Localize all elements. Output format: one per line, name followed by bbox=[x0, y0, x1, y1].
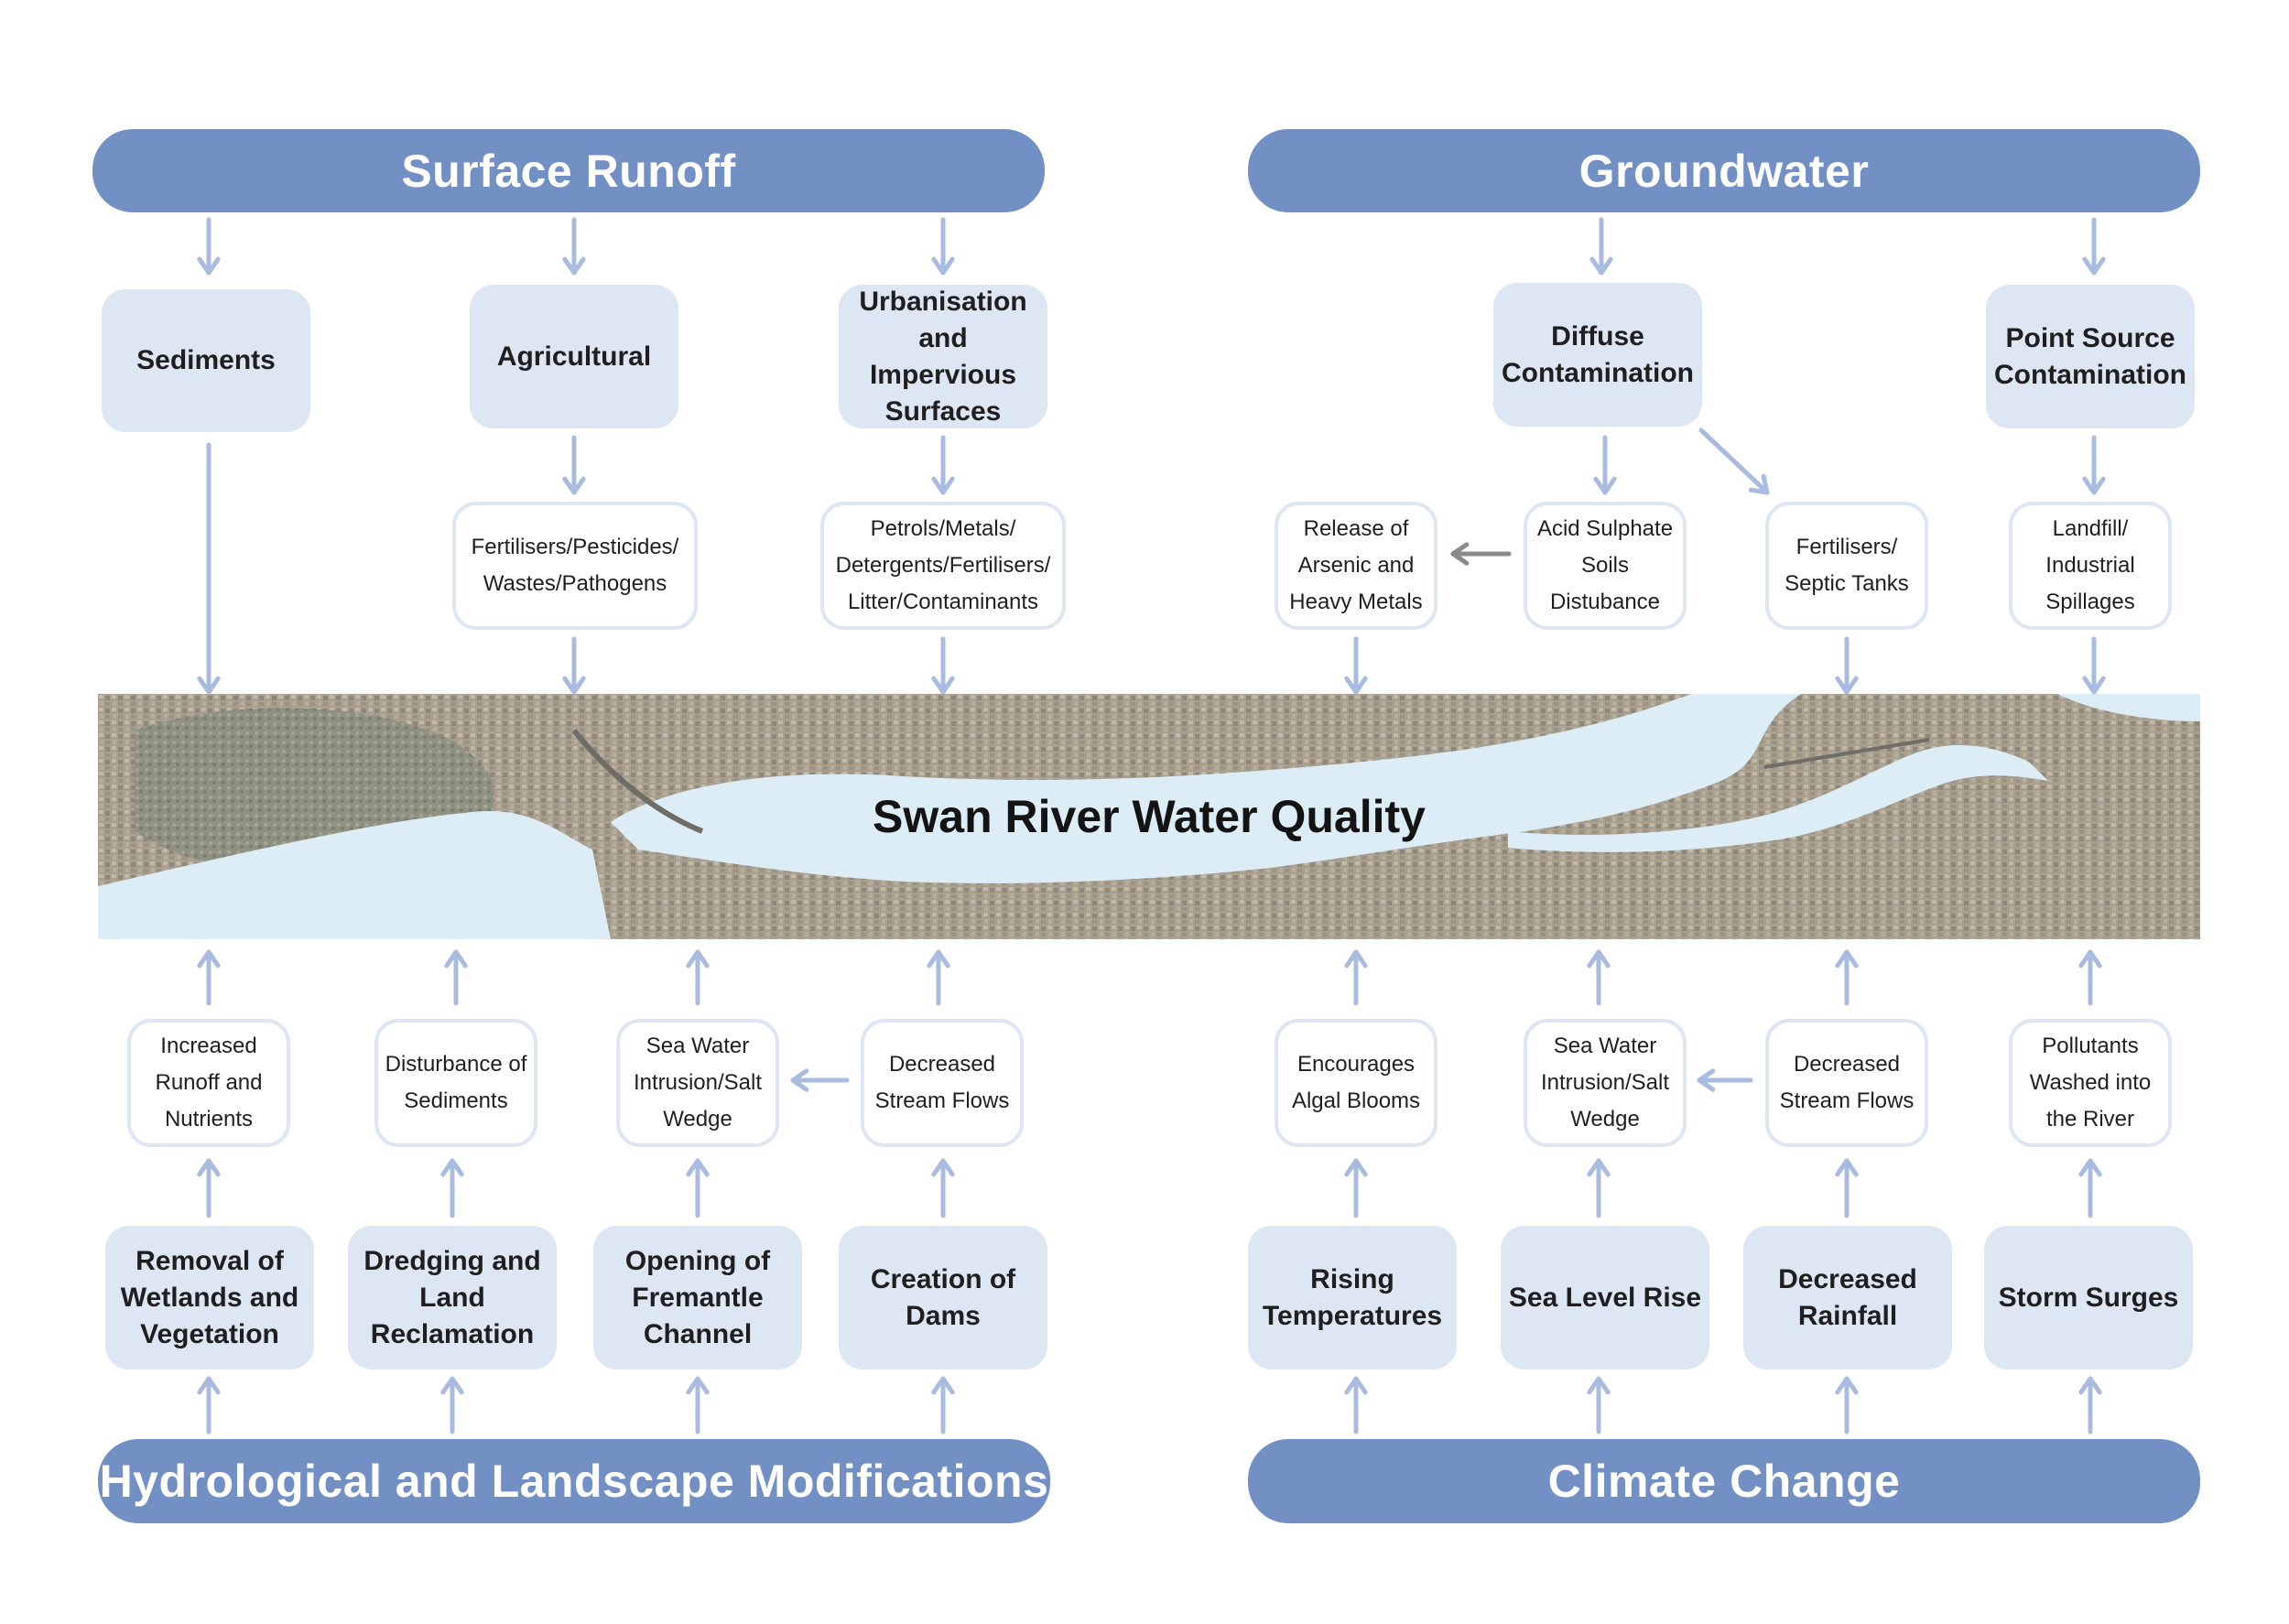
arrow-down-icon bbox=[931, 435, 955, 495]
arrow-down-icon bbox=[1835, 636, 1859, 695]
arrow-up-icon bbox=[1587, 1376, 1611, 1435]
arrow-up-icon bbox=[931, 1158, 955, 1218]
arrow-up-icon bbox=[1835, 1376, 1859, 1435]
storm-surges-box: Storm Surges bbox=[1984, 1226, 2193, 1370]
arrow-up-icon bbox=[197, 1158, 221, 1218]
dredging-reclamation-box: Dredging and Land Reclamation bbox=[348, 1226, 557, 1370]
increased-runoff-box: Increased Runoff and Nutrients bbox=[127, 1019, 290, 1147]
river-map-image bbox=[98, 694, 2200, 939]
removal-wetlands-box: Removal of Wetlands and Vegetation bbox=[105, 1226, 314, 1370]
sea-water-intrusion-box-1: Sea Water Intrusion/Salt Wedge bbox=[616, 1019, 779, 1147]
decreased-stream-flows-box-1: Decreased Stream Flows bbox=[861, 1019, 1024, 1147]
arrow-down-icon bbox=[2082, 636, 2106, 695]
landfill-spillages-box: Landfill/ Industrial Spillages bbox=[2009, 502, 2172, 630]
arrow-up-icon bbox=[2078, 1158, 2102, 1218]
decreased-rainfall-box: Decreased Rainfall bbox=[1743, 1226, 1952, 1370]
arrow-up-icon bbox=[931, 1376, 955, 1435]
arrow-down-icon bbox=[1589, 217, 1613, 276]
swan-river-water-quality-title: Swan River Water Quality bbox=[873, 791, 1426, 842]
fertilisers-pesticides-box: Fertilisers/Pesticides/ Wastes/Pathogens bbox=[452, 502, 698, 630]
arrow-up-icon bbox=[2078, 1376, 2102, 1435]
arrow-up-icon bbox=[1344, 949, 1368, 1006]
arrow-diagonal-icon bbox=[1698, 428, 1770, 495]
arrow-down-icon bbox=[931, 217, 955, 276]
arrow-up-icon bbox=[197, 949, 221, 1006]
fremantle-channel-box: Opening of Fremantle Channel bbox=[593, 1226, 802, 1370]
arrow-up-icon bbox=[686, 1376, 710, 1435]
arrow-up-icon bbox=[444, 949, 468, 1006]
rising-temperatures-box: Rising Temperatures bbox=[1248, 1226, 1457, 1370]
arrow-up-icon bbox=[197, 1376, 221, 1435]
arrow-down-icon bbox=[562, 636, 586, 695]
arrow-down-icon bbox=[197, 217, 221, 276]
acid-sulphate-soils-box: Acid Sulphate Soils Distubance bbox=[1524, 502, 1687, 630]
creation-of-dams-box: Creation of Dams bbox=[839, 1226, 1047, 1370]
arrow-up-icon bbox=[686, 949, 710, 1006]
sea-level-rise-box: Sea Level Rise bbox=[1501, 1226, 1709, 1370]
sea-water-intrusion-box-2: Sea Water Intrusion/Salt Wedge bbox=[1524, 1019, 1687, 1147]
surface-runoff-header: Surface Runoff bbox=[92, 129, 1045, 212]
fertilisers-septic-tanks-box: Fertilisers/ Septic Tanks bbox=[1765, 502, 1928, 630]
arrow-up-icon bbox=[1344, 1158, 1368, 1218]
arrow-up-icon bbox=[1587, 949, 1611, 1006]
arrow-up-icon bbox=[1835, 949, 1859, 1006]
arrow-left-icon bbox=[1697, 1068, 1753, 1092]
urbanisation-box: Urbanisation and Impervious Surfaces bbox=[839, 285, 1047, 428]
arrow-up-icon bbox=[1587, 1158, 1611, 1218]
arrow-up-icon bbox=[440, 1376, 464, 1435]
arrow-down-icon bbox=[197, 442, 221, 695]
algal-blooms-box: Encourages Algal Blooms bbox=[1275, 1019, 1437, 1147]
arrow-up-icon bbox=[440, 1158, 464, 1218]
arrow-down-icon bbox=[1593, 435, 1617, 495]
arrow-up-icon bbox=[2078, 949, 2102, 1006]
arrow-up-icon bbox=[1835, 1158, 1859, 1218]
arrow-down-icon bbox=[2082, 217, 2106, 276]
petrols-metals-box: Petrols/Metals/ Detergents/Fertilisers/ … bbox=[820, 502, 1066, 630]
diffuse-contamination-box: Diffuse Contamination bbox=[1493, 283, 1702, 427]
sediments-box: Sediments bbox=[102, 289, 310, 432]
arrow-down-icon bbox=[2082, 435, 2106, 495]
arrow-left-icon bbox=[1450, 542, 1512, 566]
agricultural-box: Agricultural bbox=[470, 285, 678, 428]
arrow-left-icon bbox=[790, 1068, 850, 1092]
decreased-stream-flows-box-2: Decreased Stream Flows bbox=[1765, 1019, 1928, 1147]
point-source-contamination-box: Point Source Contamination bbox=[1986, 285, 2195, 428]
arrow-up-icon bbox=[1344, 1376, 1368, 1435]
hydrological-header: Hydrological and Landscape Modifications bbox=[98, 1439, 1050, 1523]
arrow-down-icon bbox=[1344, 636, 1368, 695]
pollutants-washed-box: Pollutants Washed into the River bbox=[2009, 1019, 2172, 1147]
groundwater-header: Groundwater bbox=[1248, 129, 2200, 212]
arrow-up-icon bbox=[927, 949, 950, 1006]
arsenic-heavy-metals-box: Release of Arsenic and Heavy Metals bbox=[1275, 502, 1437, 630]
arrow-up-icon bbox=[686, 1158, 710, 1218]
disturbance-sediments-box: Disturbance of Sediments bbox=[374, 1019, 537, 1147]
arrow-down-icon bbox=[931, 636, 955, 695]
arrow-down-icon bbox=[562, 217, 586, 276]
arrow-down-icon bbox=[562, 435, 586, 495]
swan-river-aerial: Swan River Water Quality bbox=[98, 694, 2200, 939]
climate-change-header: Climate Change bbox=[1248, 1439, 2200, 1523]
